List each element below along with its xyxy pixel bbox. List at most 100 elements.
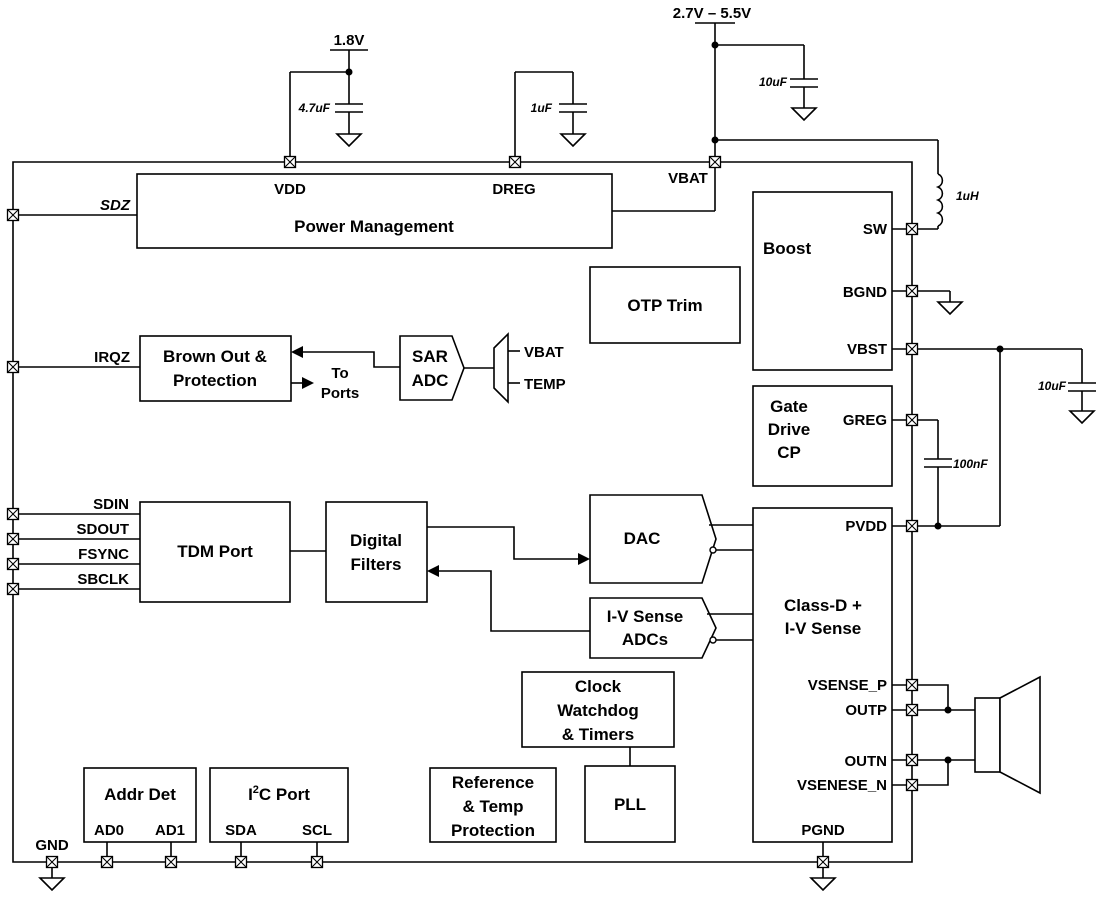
clock-watchdog-block: [521, 671, 675, 748]
pin-marker-sdout: [6, 532, 20, 546]
dac-block: [589, 494, 717, 584]
ground-icon: [809, 877, 837, 892]
sdout-label: SDOUT: [77, 521, 130, 538]
speaker-icon: [974, 675, 1041, 795]
vdd-rail-label: 1.8V: [334, 32, 365, 49]
brown-out-line2: Protection: [173, 371, 257, 390]
inductor-label: 1uH: [956, 189, 979, 203]
pin-bgnd-label: BGND: [843, 284, 887, 301]
pin-marker-gnd: [45, 855, 59, 869]
iv-sense-adc-block: [589, 597, 717, 659]
to-ports-line2: Ports: [321, 385, 359, 402]
pin-marker-outn: [905, 753, 919, 767]
pin-vdd-label: VDD: [274, 181, 306, 198]
reference-line1: Reference: [452, 773, 534, 792]
pin-marker-ad1: [164, 855, 178, 869]
sar-adc-block: [399, 335, 465, 401]
pin-marker-sdin: [6, 507, 20, 521]
dreg-supply: 1uF: [514, 71, 587, 162]
sdin-label: SDIN: [93, 496, 129, 513]
fsync-label: FSYNC: [78, 546, 129, 563]
sar-adc-line1: SAR: [412, 347, 448, 366]
vbat-supply: 2.7V – 5.5V 10uF: [612, 5, 938, 212]
pin-marker-ad0: [100, 855, 114, 869]
clock-watchdog-line3: & Timers: [562, 725, 634, 744]
pin-scl-label: SCL: [302, 822, 332, 839]
pin-marker-vbst: [905, 342, 919, 356]
arrow-head: [427, 565, 439, 577]
pin-pvdd-label: PVDD: [845, 518, 887, 535]
brown-out-block: [139, 335, 292, 402]
ground-icon: [559, 133, 587, 148]
pin-marker-bgnd: [905, 284, 919, 298]
class-d-line2: I-V Sense: [785, 619, 862, 638]
reference-line3: Protection: [451, 821, 535, 840]
vbat-rail-label: 2.7V – 5.5V: [673, 5, 751, 22]
brown-out-line1: Brown Out &: [163, 347, 267, 366]
pin-pgnd-label: PGND: [801, 822, 845, 839]
pin-marker-scl: [310, 855, 324, 869]
inductor: 1uH: [912, 140, 979, 230]
cap-vbat-label: 10uF: [759, 75, 788, 89]
gnd-label: GND: [35, 837, 69, 854]
sbclk-label: SBCLK: [77, 571, 129, 588]
pin-sw-label: SW: [863, 221, 888, 238]
to-ports-line1: To: [331, 365, 348, 382]
pin-markers: [6, 155, 919, 869]
vdd-supply: 1.8V 4.7uF: [289, 32, 368, 162]
pin-marker-sbclk: [6, 582, 20, 596]
pin-marker-fsync: [6, 557, 20, 571]
digital-filters-line1: Digital: [350, 531, 402, 550]
pin-vbst-label: VBST: [847, 341, 887, 358]
gate-drive-line3: CP: [777, 443, 801, 462]
pin-marker-vdd: [283, 155, 297, 169]
cap-vdd-label: 4.7uF: [298, 101, 331, 115]
pin-marker-sda: [234, 855, 248, 869]
arrow-head: [302, 377, 314, 389]
pin-ad1-label: AD1: [155, 822, 185, 839]
reference-line2: & Temp: [462, 797, 523, 816]
mux-symbol: [493, 332, 509, 404]
sar-adc-line2: ADC: [412, 371, 449, 390]
pin-marker-vsense-n: [905, 778, 919, 792]
pin-vsense-p-label: VSENSE_P: [808, 677, 887, 694]
irqz-label: IRQZ: [94, 349, 130, 366]
mux-temp-label: TEMP: [524, 376, 566, 393]
pin-outp-label: OUTP: [845, 702, 887, 719]
pin-marker-irqz: [6, 360, 20, 374]
otp-trim-block: [589, 266, 741, 344]
dac-title: DAC: [624, 529, 661, 548]
mux-vbat-label: VBAT: [524, 344, 564, 361]
pin-marker-pvdd: [905, 519, 919, 533]
class-d-line1: Class-D +: [784, 596, 862, 615]
iv-sense-line1: I-V Sense: [607, 607, 684, 626]
pin-marker-vbat: [708, 155, 722, 169]
reference-temp-block: [429, 767, 557, 843]
pin-marker-greg: [905, 413, 919, 427]
tdm-port-block: [139, 501, 291, 603]
ground-icon: [790, 107, 818, 122]
ground-icon: [1068, 410, 1096, 425]
pin-ad0-label: AD0: [94, 822, 124, 839]
arrow-head: [291, 346, 303, 358]
pin-greg-label: GREG: [843, 412, 887, 429]
cap-dreg-label: 1uF: [531, 101, 553, 115]
cap-greg-label: 100nF: [953, 457, 988, 471]
tdm-port-title: TDM Port: [177, 542, 253, 561]
ground-icon: [936, 301, 964, 316]
digital-filters-line2: Filters: [350, 555, 401, 574]
pin-marker-vsense-p: [905, 678, 919, 692]
pin-outn-label: OUTN: [845, 753, 888, 770]
pin-marker-sw: [905, 222, 919, 236]
i2c-port-block: [209, 767, 349, 843]
pin-dreg-label: DREG: [492, 181, 535, 198]
pin-vbat-label: VBAT: [668, 170, 708, 187]
boost-title: Boost: [763, 239, 812, 258]
pll-block: [584, 765, 676, 843]
i2c-port-title: I2C Port: [248, 784, 310, 804]
class-d-block: [752, 507, 893, 843]
addr-det-block: [83, 767, 197, 843]
digital-filters-block: [325, 501, 428, 603]
power-management-block: [136, 173, 613, 249]
